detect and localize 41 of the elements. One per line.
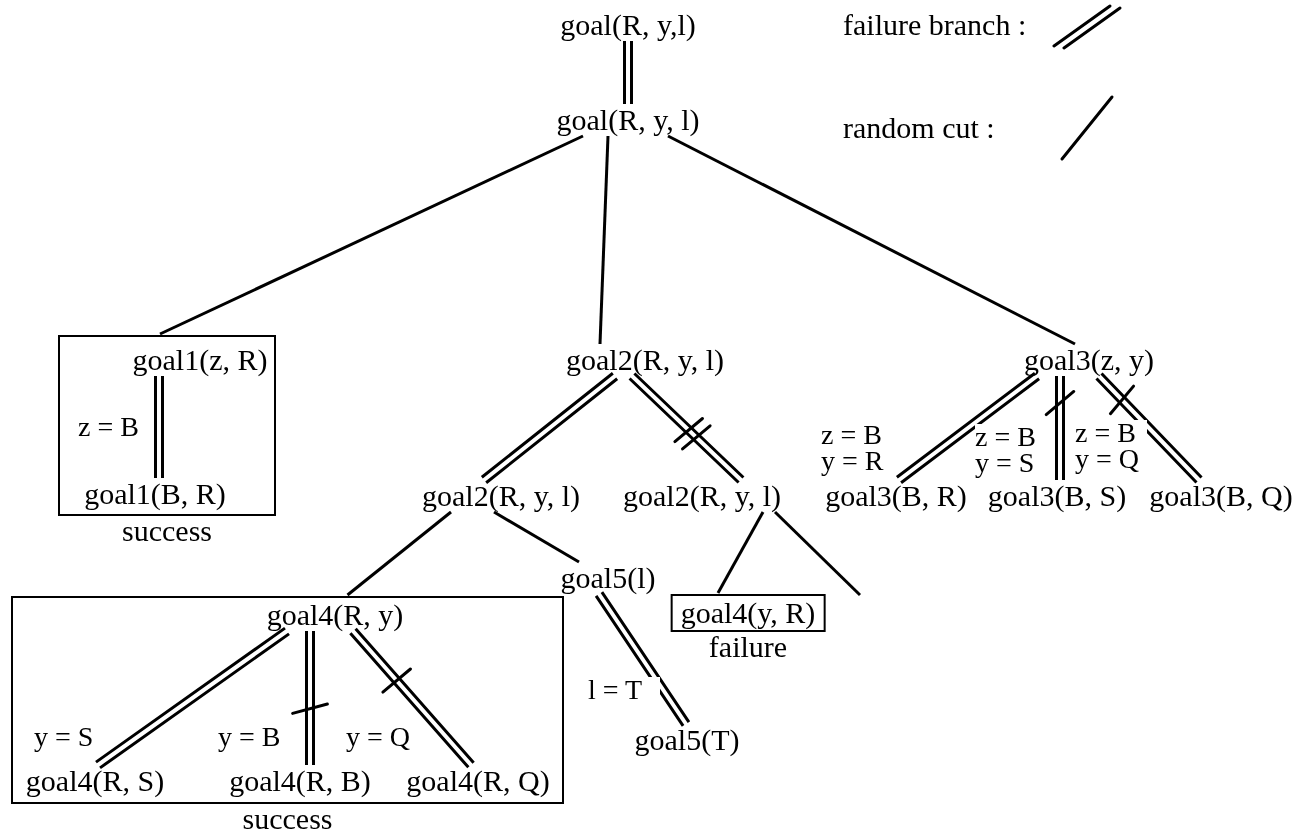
goal-label: goal3(z, y) [1024, 345, 1154, 375]
outcome-caption: failure [708, 632, 788, 662]
goal-label: goal4(R, Q) [406, 766, 550, 796]
goal-label: goal3(B, Q) [1149, 481, 1293, 511]
branch-line [159, 134, 584, 336]
goal-label: goal3(B, R) [825, 481, 967, 511]
double-branch-line [348, 627, 476, 769]
double-branch-line [895, 371, 1041, 485]
branch-line [598, 135, 610, 345]
branch-line [667, 134, 1076, 346]
double-branch-line [480, 371, 619, 485]
goal-label: goal3(B, S) [987, 481, 1127, 511]
double-branch-line [623, 39, 633, 106]
double-branch-line [94, 626, 291, 770]
double-branch-line [305, 629, 315, 767]
goal-label: goal4(R, y) [266, 600, 404, 630]
goal-label: goal(R, y, l) [556, 105, 700, 135]
outcome-caption: success [242, 804, 333, 834]
double-branch-line [594, 590, 691, 728]
double-branch-line [1095, 372, 1203, 484]
goal-label: goal2(R, y, l) [623, 481, 781, 511]
double-branch-line [1055, 374, 1065, 482]
goal-label: goal1(B, R) [84, 479, 226, 509]
branch-line [346, 510, 452, 597]
branch-line [716, 511, 765, 594]
goal-label: goal1(z, R) [132, 345, 268, 375]
legend-text: failure branch : [843, 10, 1028, 40]
branch-line [773, 510, 862, 597]
outcome-caption: success [122, 516, 212, 546]
goal-label: goal4(R, S) [25, 766, 165, 796]
goal-label: goal5(l) [560, 563, 656, 593]
double-branch-line [628, 371, 745, 485]
binding-label: z = B y = Q [1075, 420, 1147, 472]
goal-label: goal2(R, y, l) [566, 345, 724, 375]
branch-line [493, 510, 580, 564]
goal-label: goal2(R, y, l) [422, 481, 580, 511]
goal-label: goal4(R, B) [229, 766, 371, 796]
goal-label: goal5(T) [634, 725, 740, 755]
double-branch-line [154, 374, 164, 480]
goal-label: goal(R, y,l) [560, 10, 696, 40]
legend-text: random cut : [843, 113, 996, 143]
